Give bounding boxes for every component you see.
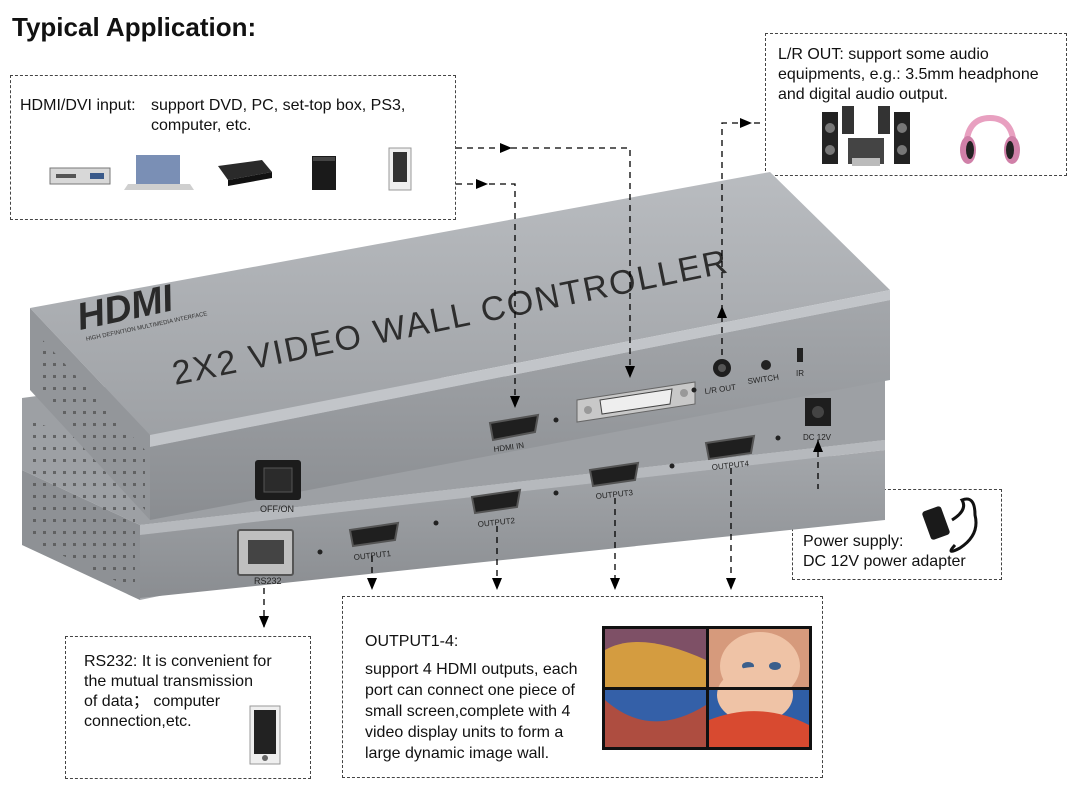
svg-text:IR: IR <box>796 369 804 378</box>
input-text-line1: support DVD, PC, set-top box, PS3, <box>151 97 406 114</box>
output-text-line1: support 4 HDMI outputs, each <box>365 661 578 678</box>
dc-jack: DC 12V <box>803 398 832 442</box>
output-text-line4: video display units to form a <box>365 724 564 741</box>
speaker-system-icon <box>822 106 910 166</box>
rs232-port: RS232 <box>237 529 294 586</box>
video-wall-image <box>602 626 812 750</box>
output2-port: OUTPUT2 <box>470 488 522 529</box>
output-text-line2: port can connect one piece of <box>365 682 575 699</box>
set-top-box-icon <box>218 160 272 186</box>
svg-text:L/R OUT: L/R OUT <box>704 383 737 396</box>
dvd-player-icon <box>49 167 111 185</box>
audio-text-line1: L/R OUT: support some audio <box>778 46 989 63</box>
audio-callout <box>765 33 1067 176</box>
laptop-icon <box>124 155 194 190</box>
input-callout <box>10 75 456 220</box>
ps3-icon <box>312 156 336 190</box>
output-text-line5: large dynamic image wall. <box>365 745 550 762</box>
svg-text:OUTPUT1: OUTPUT1 <box>353 549 392 562</box>
dvi-port <box>576 381 696 423</box>
power-switch: OFF/ON <box>255 460 301 514</box>
device-upper-unit <box>30 172 890 520</box>
output3-port: OUTPUT3 <box>588 461 640 501</box>
svg-text:OUTPUT4: OUTPUT4 <box>711 459 750 472</box>
rs232-text-line3: of data； computer <box>84 693 221 710</box>
svg-text:DC 12V: DC 12V <box>803 433 832 442</box>
power-text-line2: DC 12V power adapter <box>803 553 966 570</box>
power-adapter-icon <box>922 497 978 553</box>
ir-sensor: IR <box>796 348 804 378</box>
power-text-line1: Power supply: <box>803 533 904 550</box>
computer-tower-icon <box>249 705 281 765</box>
output-heading: OUTPUT1-4: <box>365 633 459 650</box>
output-callout <box>342 596 823 778</box>
svg-text:OUTPUT3: OUTPUT3 <box>595 488 634 501</box>
svg-text:RS232: RS232 <box>254 576 282 586</box>
output4-port: OUTPUT4 <box>704 434 756 472</box>
switch-button: SWITCH <box>747 360 780 386</box>
output-text-line3: small screen,complete with 4 <box>365 703 571 720</box>
svg-text:OFF/ON: OFF/ON <box>260 504 294 514</box>
rs232-text-line1: RS232: It is convenient for <box>84 653 272 670</box>
svg-text:HDMI IN: HDMI IN <box>493 441 525 454</box>
svg-text:SWITCH: SWITCH <box>747 373 780 386</box>
svg-text:OUTPUT2: OUTPUT2 <box>477 516 516 529</box>
output1-port: OUTPUT1 <box>348 521 400 562</box>
headphone-icon <box>960 114 1020 164</box>
input-text-line2: computer, etc. <box>151 117 252 134</box>
audio-text-line2: equipments, e.g.: 3.5mm headphone <box>778 66 1039 83</box>
rs232-callout <box>65 636 311 779</box>
input-label: HDMI/DVI input: <box>20 97 136 114</box>
power-callout <box>792 489 1002 580</box>
audio-text-line3: and digital audio output. <box>778 86 948 103</box>
hdmi-in-port: HDMI IN <box>488 413 540 454</box>
rs232-text-line2: the mutual transmission <box>84 673 253 690</box>
page-title: Typical Application: <box>12 12 257 42</box>
rs232-text-line4: connection,etc. <box>84 713 192 730</box>
arrowheads <box>259 118 823 628</box>
lr-out-jack: L/R OUT <box>704 359 737 396</box>
pc-tower-icon <box>388 147 412 191</box>
